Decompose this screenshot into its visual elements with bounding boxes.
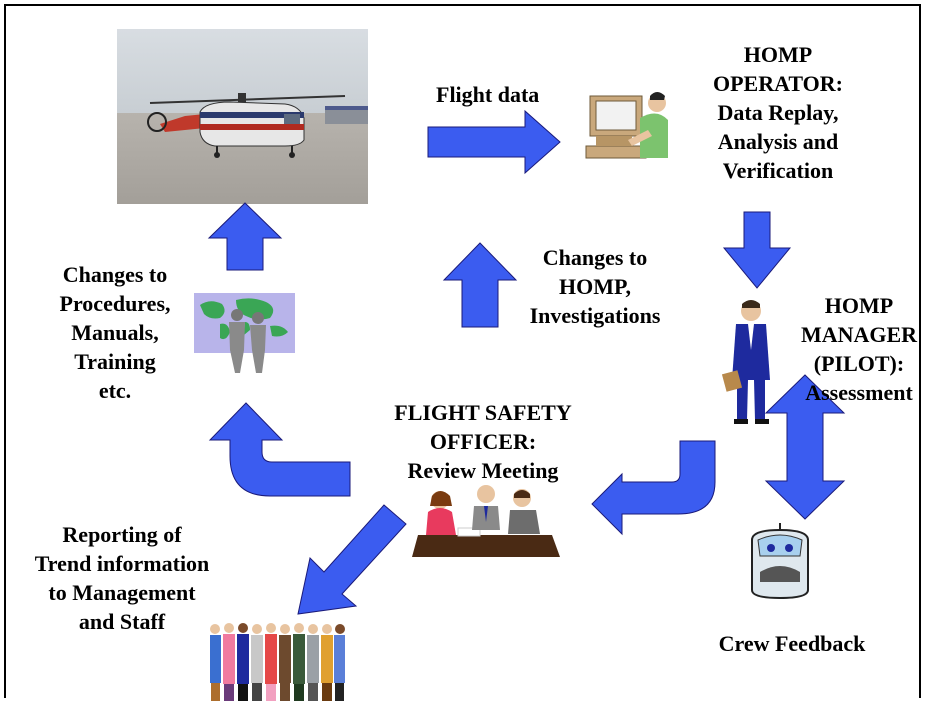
manager-to-fso-arrow bbox=[591, 440, 716, 536]
crew-feedback-arrow bbox=[764, 374, 846, 520]
businessman-icon bbox=[721, 300, 770, 424]
manager-label: HOMP MANAGER (PILOT): Assessment bbox=[800, 293, 918, 405]
meeting-icon bbox=[412, 485, 560, 557]
flight-data-arrow bbox=[427, 109, 561, 175]
staff-group-icon bbox=[210, 623, 345, 701]
changes-to-procedures-label: Changes to Procedures, Manuals, Training… bbox=[59, 262, 171, 403]
changes-to-procedures-arrow bbox=[207, 202, 283, 271]
flight-data-label: Flight data bbox=[436, 82, 540, 107]
crew-feedback-label: Crew Feedback bbox=[718, 631, 866, 656]
reporting-label: Reporting of Trend information to Manage… bbox=[34, 522, 210, 634]
changes-to-homp-arrow bbox=[442, 242, 518, 328]
fso-to-procedures-arrow bbox=[208, 402, 351, 497]
operator-label: HOMP OPERATOR: Data Replay, Analysis and… bbox=[713, 42, 843, 183]
reporting-arrow bbox=[297, 504, 407, 615]
world-map-people-icon bbox=[194, 293, 295, 373]
diagram-frame bbox=[4, 4, 921, 698]
operator-to-manager-arrow bbox=[722, 211, 792, 289]
computer-operator-icon bbox=[585, 92, 668, 159]
fso-label: FLIGHT SAFETY OFFICER: Review Meeting bbox=[394, 400, 572, 483]
helicopter-photo bbox=[117, 29, 368, 204]
cockpit-icon bbox=[751, 523, 809, 600]
changes-to-homp-label: Changes to HOMP, Investigations bbox=[529, 245, 661, 328]
